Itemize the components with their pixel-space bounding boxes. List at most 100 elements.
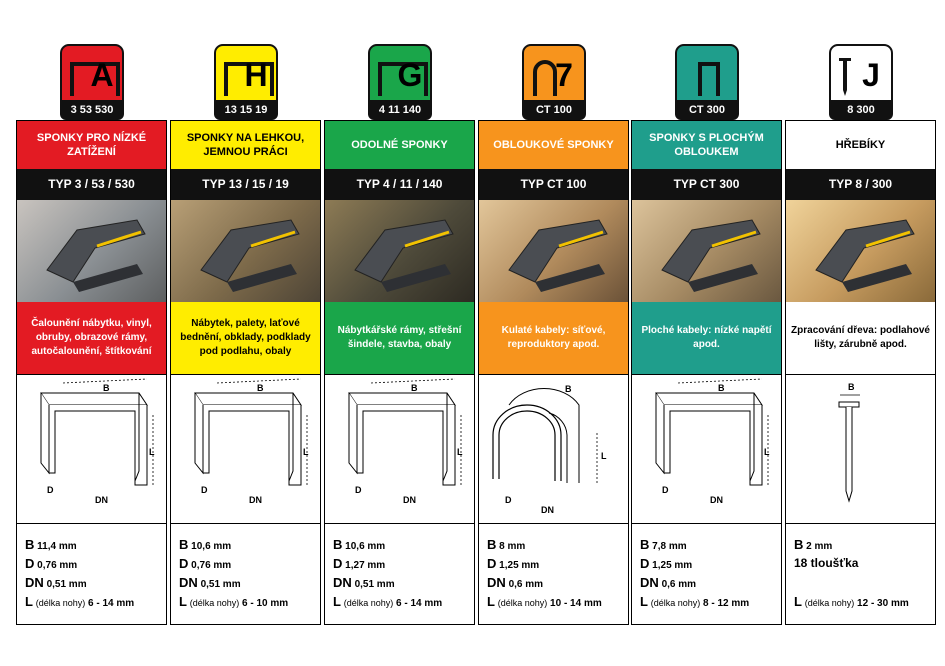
stapler-icon (661, 219, 761, 292)
spec-key-d: D (333, 556, 343, 571)
spec-key-l: L (25, 594, 33, 609)
spec-b: 10,6 mm (345, 541, 386, 552)
product-photo (171, 200, 320, 302)
use-description: Nábytek, palety, laťové bednění, obklady… (171, 302, 320, 374)
spec-b: 2 mm (806, 541, 833, 552)
spec-list: B 7,8 mm D 1,25 mm DN 0,6 mm L (délka no… (640, 535, 780, 611)
badge-letter: J (862, 57, 880, 93)
spec-key-dn: DN (487, 575, 506, 590)
dimension-diagram: B L D DN (479, 374, 628, 524)
stapler-icon (200, 219, 300, 292)
spec-d: 0,76 mm (37, 560, 78, 571)
spec-dn: 0,51 mm (200, 579, 241, 590)
spec-list: B 2 mm 18 tloušťka L (délka nohy) 12 - 3… (794, 535, 934, 611)
column-title: SPONKY NA LEHKOU, JEMNOU PRÁCI (171, 121, 320, 169)
use-description: Ploché kabely: nízké napětí apod. (632, 302, 781, 374)
stapler-icon (508, 219, 608, 292)
dimension-diagram: B L D DN (171, 374, 320, 524)
svg-text:L: L (764, 447, 770, 457)
product-photo (786, 200, 935, 302)
svg-text:DN: DN (95, 495, 108, 505)
svg-text:DN: DN (249, 495, 262, 505)
badge-box: 7 (522, 44, 586, 102)
product-column: ODOLNÉ SPONKY TYP 4 / 11 / 140 Nábytkářs… (324, 120, 475, 625)
spec-key-b: B (179, 537, 189, 552)
spec-key-b: B (794, 537, 804, 552)
use-description: Čalounění nábytku, vinyl, obruby, obrazo… (17, 302, 166, 374)
spec-b: 11,4 mm (37, 541, 77, 552)
spec-l: 6 - 14 mm (88, 598, 135, 609)
badge-code: CT 300 (675, 100, 739, 120)
spec-dn: 0,51 mm (354, 579, 395, 590)
spec-dn: 0,6 mm (661, 579, 697, 590)
svg-text:B: B (848, 382, 855, 392)
spec-d: 0,76 mm (191, 560, 232, 571)
svg-text:B: B (718, 383, 725, 393)
spec-key-dn: DN (640, 575, 659, 590)
staple-arch-icon (533, 60, 557, 96)
spec-list: B 8 mm D 1,25 mm DN 0,6 mm L (délka nohy… (487, 535, 627, 611)
spec-list: B 10,6 mm D 1,27 mm DN 0,51 mm L (délka … (333, 535, 473, 611)
spec-key-b: B (25, 537, 35, 552)
type-label: TYP 3 / 53 / 530 (17, 169, 166, 200)
column-title: SPONKY PRO NÍZKÉ ZATÍŽENÍ (17, 121, 166, 169)
category-badge: A 3 53 530 (60, 44, 124, 120)
staple-icon (224, 62, 274, 96)
badge-code: 13 15 19 (214, 100, 278, 120)
spec-key-l: L (179, 594, 187, 609)
staple-diagram: B L D DN (655, 378, 770, 505)
spec-key-b: B (333, 537, 343, 552)
column-title: SPONKY S PLOCHÝM OBLOUKEM (632, 121, 781, 169)
spec-l: 10 - 14 mm (550, 598, 602, 609)
stapler-icon (354, 219, 454, 292)
badge-box (675, 44, 739, 102)
spec-d: 1,27 mm (345, 560, 386, 571)
spec-key-dn: DN (333, 575, 352, 590)
svg-text:D: D (505, 495, 512, 505)
spec-key-dn: DN (179, 575, 198, 590)
badge-box: A (60, 44, 124, 102)
svg-text:D: D (201, 485, 208, 495)
spec-l-note: (délka nohy) (343, 598, 394, 608)
spec-key-b: B (640, 537, 650, 552)
product-photo (479, 200, 628, 302)
use-description: Zpracování dřeva: podlahové lišty, zárub… (786, 302, 935, 374)
svg-text:DN: DN (403, 495, 416, 505)
staple-icon (70, 62, 120, 96)
product-column: SPONKY S PLOCHÝM OBLOUKEM TYP CT 300 Plo… (631, 120, 782, 625)
spec-l: 6 - 14 mm (396, 598, 443, 609)
spec-b: 10,6 mm (191, 541, 232, 552)
svg-text:L: L (303, 447, 309, 457)
svg-text:B: B (411, 383, 418, 393)
spec-dn: 0,6 mm (508, 579, 544, 590)
svg-text:DN: DN (710, 495, 723, 505)
spec-l: 8 - 12 mm (703, 598, 750, 609)
badge-code: 4 11 140 (368, 100, 432, 120)
svg-text:B: B (103, 383, 110, 393)
svg-text:DN: DN (541, 505, 554, 515)
staple-icon (378, 62, 428, 96)
product-photo (632, 200, 781, 302)
spec-key-dn: DN (25, 575, 44, 590)
staple-diagram: B L D DN (194, 378, 309, 505)
type-label: TYP 4 / 11 / 140 (325, 169, 474, 200)
spec-thickness: 18 tloušťka (794, 556, 859, 570)
product-column: HŘEBÍKY TYP 8 / 300 Zpracování dřeva: po… (785, 120, 936, 625)
use-description: Kulaté kabely: síťové, reproduktory apod… (479, 302, 628, 374)
badge-box: H (214, 44, 278, 102)
badge-code: 8 300 (829, 100, 893, 120)
type-label: TYP CT 100 (479, 169, 628, 200)
spec-l-note: (délka nohy) (189, 598, 240, 608)
badge-letter (697, 46, 737, 100)
spec-key-l: L (640, 594, 648, 609)
spec-key-l: L (794, 594, 802, 609)
svg-text:D: D (355, 485, 362, 495)
product-photo (17, 200, 166, 302)
badge-box: G (368, 44, 432, 102)
spec-l-note: (délka nohy) (497, 598, 548, 608)
spec-key-d: D (25, 556, 35, 571)
nail-diagram: B (838, 382, 860, 503)
category-badge: G 4 11 140 (368, 44, 432, 120)
type-label: TYP 13 / 15 / 19 (171, 169, 320, 200)
spec-key-l: L (487, 594, 495, 609)
